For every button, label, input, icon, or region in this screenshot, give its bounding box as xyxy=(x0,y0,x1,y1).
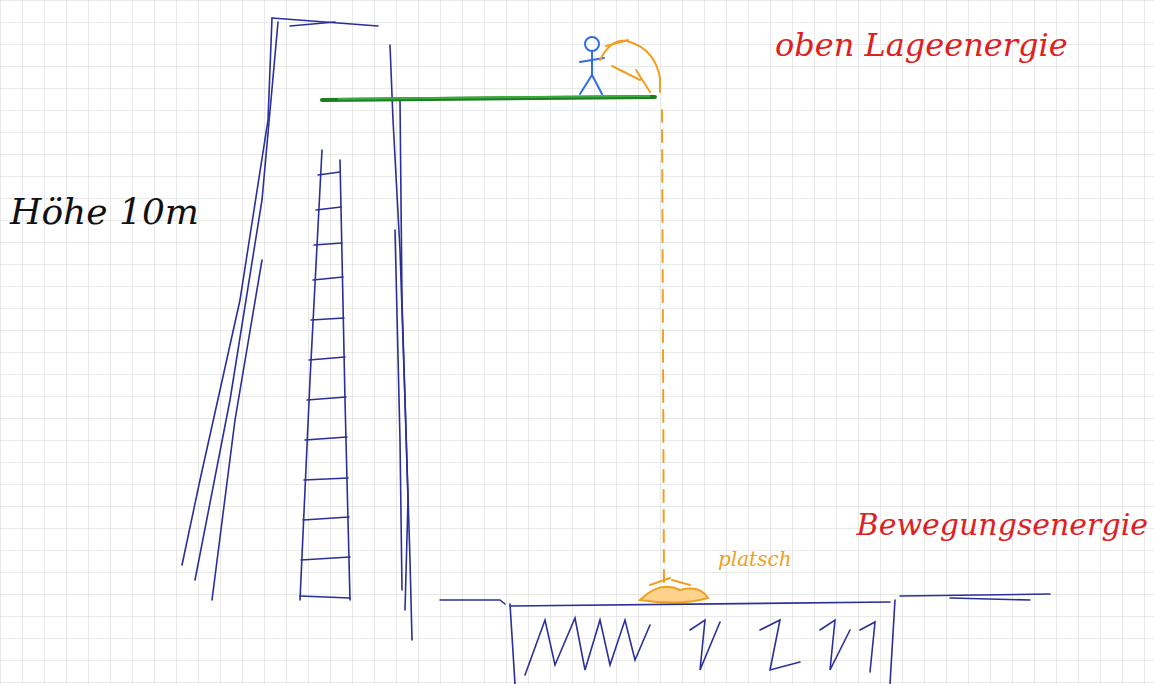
diving-board-highlight xyxy=(338,96,650,99)
ladder xyxy=(300,150,350,600)
jump-path xyxy=(600,40,664,590)
pool xyxy=(440,594,1050,684)
diving-board xyxy=(322,97,655,100)
splash-label: platsch xyxy=(718,548,792,570)
splash xyxy=(640,578,708,603)
tower xyxy=(182,18,412,640)
stick-figure xyxy=(580,37,604,94)
height-label: Höhe 10m xyxy=(10,192,199,232)
kinetic-energy-label: Bewegungsenergie xyxy=(857,508,1148,541)
potential-energy-label: oben Lageenergie xyxy=(775,28,1068,63)
